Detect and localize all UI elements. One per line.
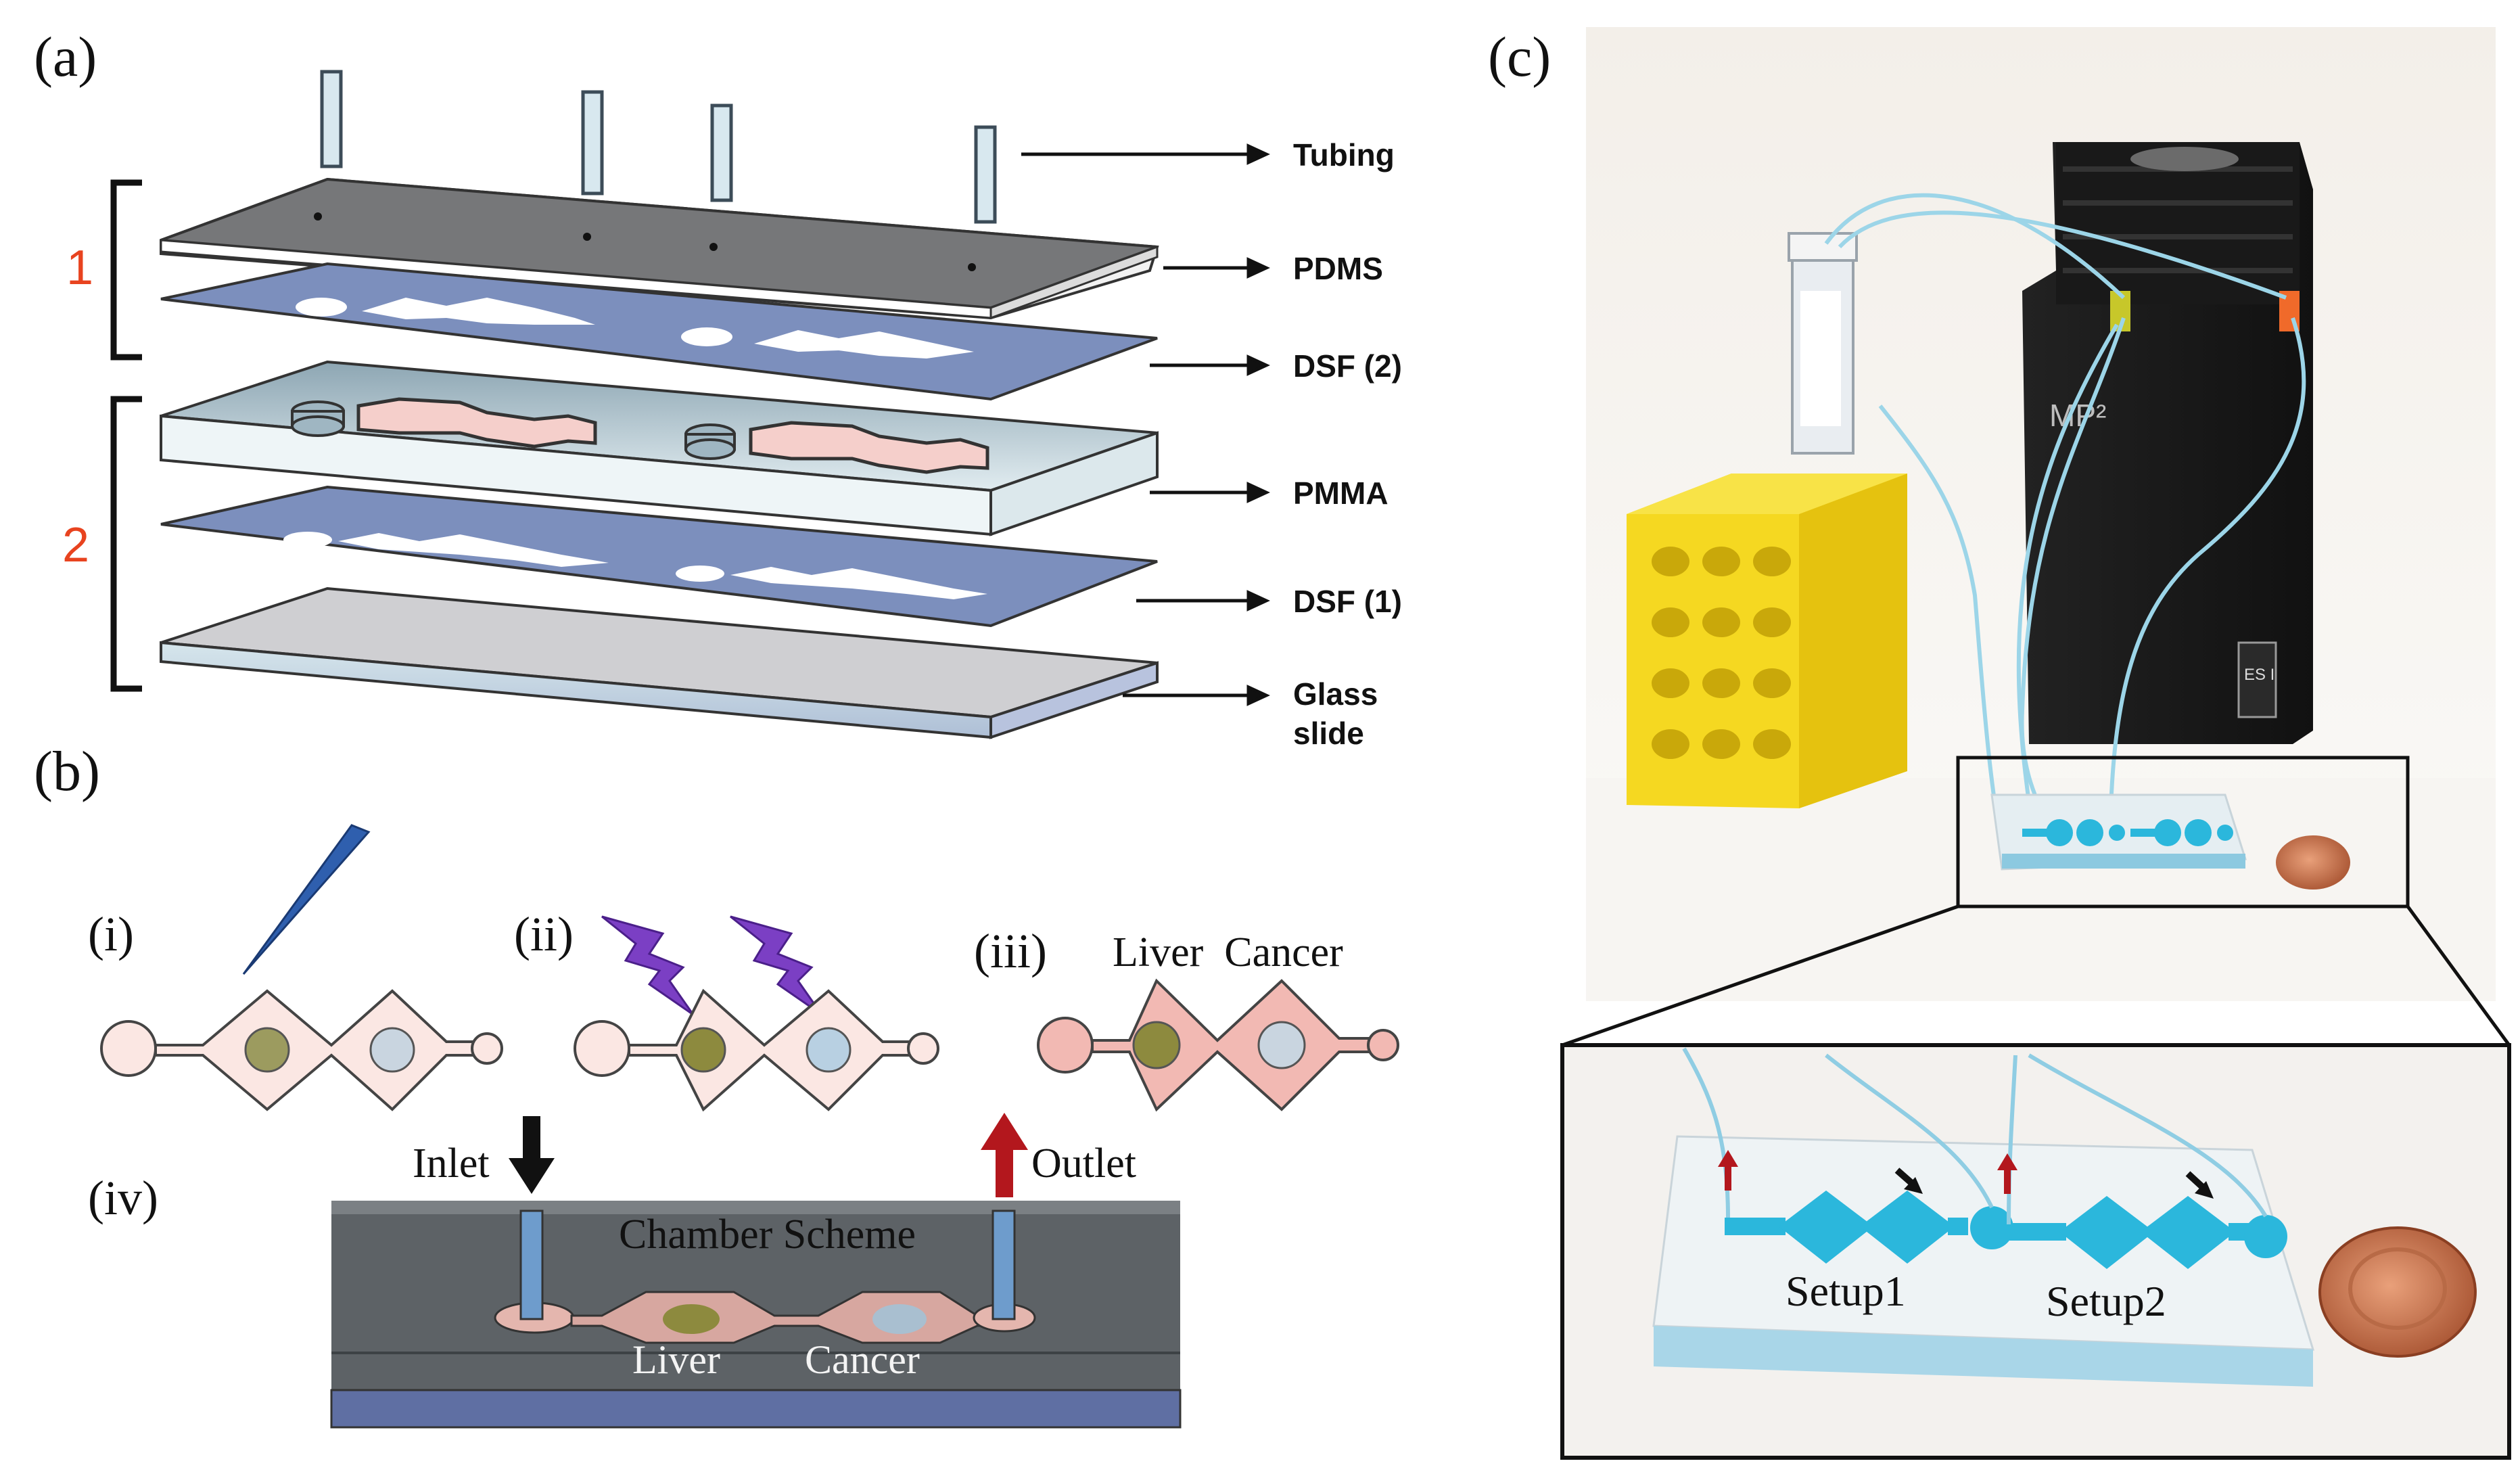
small-penny (2276, 835, 2350, 890)
inlet-label: Inlet (413, 1140, 490, 1186)
group-label-2: 2 (62, 518, 89, 572)
bracket-2 (110, 396, 142, 692)
chamber-scheme-label: Chamber Scheme (619, 1212, 916, 1258)
step-i-label: (i) (88, 907, 134, 961)
liver-spheroid (1132, 1021, 1181, 1069)
liver-label: Liver (632, 1337, 720, 1382)
panel-b-label: (b) (34, 740, 100, 803)
tube-4 (974, 125, 997, 224)
penny (2318, 1226, 2477, 1358)
inlet-red-arrow-icon (1718, 1150, 2017, 1194)
setup1-label: Setup1 (1786, 1267, 1906, 1315)
outlet-arrow-icon (981, 1113, 1028, 1197)
layer-label-slide: slide (1293, 716, 1364, 751)
group-brackets (110, 179, 142, 692)
pdms-layer (160, 177, 1159, 320)
liver-spheroid (244, 1027, 290, 1073)
uv-bolt-icon (730, 915, 823, 1016)
bracket-1 (110, 179, 142, 361)
uv-bolt-icon (601, 915, 695, 1016)
tube-1 (320, 70, 343, 168)
step-iv-label: (iv) (88, 1171, 158, 1225)
pipette-tip-icon (242, 824, 371, 975)
tubing-group (320, 70, 997, 224)
panel-b: (b) (i) (ii) (iii) (iv) (34, 740, 1399, 1429)
panel-a: (a) (34, 26, 1402, 751)
zoom-inset: Setup1 Setup2 (1560, 1043, 2511, 1460)
layer-label-pmma: PMMA (1293, 476, 1389, 511)
cancer-label: Cancer (805, 1337, 920, 1382)
panel-c: (c) (1488, 26, 2511, 1460)
setup2-chambers (2002, 1196, 2287, 1269)
cancer-spheroid (1257, 1021, 1306, 1069)
esi-logo (2237, 641, 2277, 718)
setup1-chambers (1725, 1191, 2013, 1264)
layer-label-dsf1: DSF (1) (1293, 584, 1402, 619)
layer-arrows (1021, 143, 1270, 706)
step-iii-label: (iii) (974, 924, 1047, 978)
cancer-spheroid (369, 1027, 415, 1073)
outlet-black-arrow-icon (1894, 1168, 2214, 1199)
panel-a-label: (a) (34, 26, 97, 89)
layer-label-glass: Glass (1293, 676, 1378, 712)
zoom-box (1956, 756, 2410, 908)
tube-3 (710, 103, 733, 202)
photo-chip (1990, 793, 2350, 890)
layer-label-pdms: PDMS (1293, 251, 1383, 286)
chip-step-ii (574, 915, 939, 1112)
layer-label-tubing: Tubing (1293, 137, 1395, 172)
layer-label-dsf2: DSF (2) (1293, 348, 1402, 384)
setup2-label: Setup2 (2046, 1277, 2166, 1325)
outlet-label: Outlet (1031, 1140, 1136, 1186)
step-ii-label: (ii) (514, 907, 574, 961)
liver-cancer-title: Liver Cancer (1113, 929, 1343, 975)
peristaltic-pump: MP² ES I (2022, 142, 2313, 744)
tube-2 (581, 90, 604, 195)
inlet-tube (519, 1209, 544, 1320)
group-label-1: 1 (66, 241, 93, 295)
glass-slide-layer (160, 586, 1159, 739)
panel-c-label: (c) (1488, 26, 1551, 89)
chip-step-i (100, 824, 503, 1111)
chip-step-iii: Liver Cancer (1037, 929, 1399, 1112)
liver-spheroid (680, 1027, 726, 1073)
photo-tubing (1824, 193, 2306, 854)
chamber-scheme: Inlet Outlet Chamber Scheme Liver Cancer (330, 1113, 1182, 1429)
dsf1-layer (160, 485, 1158, 628)
tube-rack (1627, 232, 1907, 808)
outlet-tube (991, 1209, 1016, 1320)
pump-label: MP² (2049, 398, 2106, 433)
inlet-arrow-icon (509, 1116, 555, 1194)
cancer-spheroid (806, 1027, 851, 1073)
esi-logo-text: ES I (2244, 666, 2274, 684)
dsf2-layer (160, 262, 1158, 401)
pmma-layer (160, 360, 1159, 536)
